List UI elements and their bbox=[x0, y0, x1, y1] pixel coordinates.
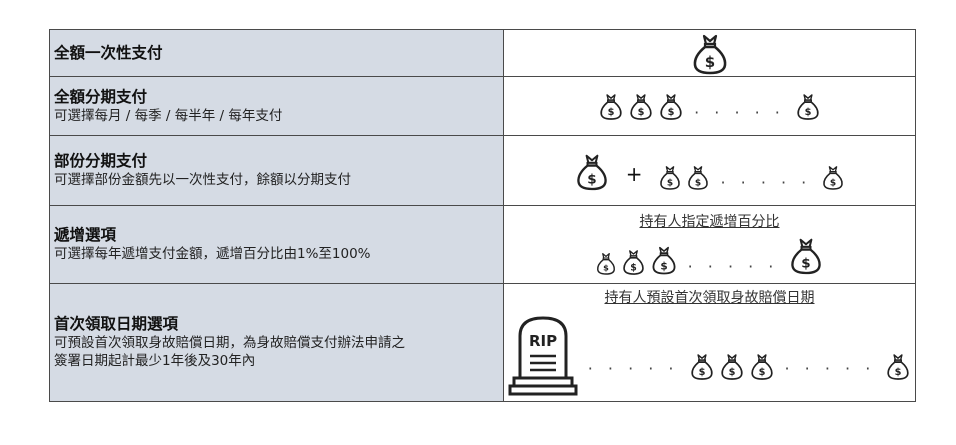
money-bag-icon: $ bbox=[660, 94, 682, 120]
illustration-caption: 持有人指定遞增百分比 bbox=[639, 213, 780, 230]
currency-symbol: $ bbox=[728, 367, 735, 378]
currency-symbol: $ bbox=[895, 367, 902, 378]
row-label-cell: 首次領取日期選項 可預設首次領取身故賠償日期，為身故賠償支付辦法申請之 簽署日期… bbox=[49, 283, 504, 402]
row-label-cell: 部份分期支付 可選擇部份金額先以一次性支付，餘額以分期支付 bbox=[49, 135, 504, 206]
option-description: 可選擇部份金額先以一次性支付，餘額以分期支付 bbox=[54, 172, 351, 188]
money-bag-icon: $ bbox=[823, 165, 844, 190]
option-title: 部份分期支付 bbox=[54, 152, 148, 170]
currency-symbol: $ bbox=[638, 107, 645, 118]
money-bag-icon: $ bbox=[660, 165, 681, 190]
row-label-cell: 遞增選項 可選擇每年遞增支付金額，遞增百分比由1%至100% bbox=[49, 205, 504, 284]
option-title: 全額分期支付 bbox=[54, 87, 148, 106]
money-bag-icon: $ bbox=[688, 165, 709, 190]
currency-symbol: $ bbox=[608, 107, 615, 118]
row-first-payment-date: 首次領取日期選項 可預設首次領取身故賠償日期，為身故賠償支付辦法申請之 簽署日期… bbox=[49, 283, 916, 402]
illustration-cell: 持有人指定遞增百分比 $ $ $ · · · · · $ bbox=[503, 205, 916, 284]
ellipsis-dots: · · · · · bbox=[694, 103, 785, 122]
currency-symbol: $ bbox=[830, 178, 836, 188]
option-description: 可預設首次領取身故賠償日期，為身故賠償支付辦法申請之 bbox=[54, 335, 405, 351]
ellipsis-dots: · · · · · bbox=[784, 358, 876, 378]
option-title: 首次領取日期選項 bbox=[54, 315, 179, 333]
option-description: 可選擇每月 / 每季 / 每半年 / 每年支付 bbox=[54, 107, 283, 124]
currency-symbol: $ bbox=[660, 260, 667, 272]
tombstone-text: RIP bbox=[529, 332, 557, 350]
currency-symbol: $ bbox=[630, 262, 637, 273]
illustration-cell: $ + $ $ · · · · · $ bbox=[503, 135, 916, 206]
currency-symbol: $ bbox=[668, 107, 675, 118]
row-increment-option: 遞增選項 可選擇每年遞增支付金額，遞增百分比由1%至100% 持有人指定遞增百分… bbox=[49, 205, 916, 284]
currency-symbol: $ bbox=[758, 367, 765, 378]
currency-symbol: $ bbox=[704, 53, 714, 71]
money-bag-icon: $ bbox=[720, 353, 743, 380]
money-bag-icon: $ bbox=[693, 34, 726, 75]
money-bag-icon: $ bbox=[652, 246, 676, 274]
money-bag-icon: $ bbox=[622, 249, 644, 275]
row-partial-installment: 部份分期支付 可選擇部份金額先以一次性支付，餘額以分期支付 $ + $ $ · … bbox=[49, 135, 916, 206]
illustration-cell: $ bbox=[503, 29, 916, 77]
row-label-cell: 全額一次性支付 bbox=[49, 29, 504, 77]
plus-sign: + bbox=[625, 161, 643, 186]
illustration-cell: $ $ $ · · · · · $ bbox=[503, 76, 916, 136]
money-bag-icon: $ bbox=[791, 238, 822, 274]
money-bag-icon: $ bbox=[596, 252, 615, 275]
currency-symbol: $ bbox=[698, 367, 705, 378]
row-label-cell: 全額分期支付 可選擇每月 / 每季 / 每半年 / 每年支付 bbox=[49, 76, 504, 136]
currency-symbol: $ bbox=[603, 262, 609, 272]
row-lump-sum: 全額一次性支付 $ bbox=[49, 29, 916, 77]
money-bag-icon: $ bbox=[576, 154, 607, 190]
option-title: 全額一次性支付 bbox=[54, 43, 163, 62]
ellipsis-dots: · · · · · bbox=[687, 256, 779, 276]
currency-symbol: $ bbox=[804, 107, 811, 118]
row-full-installment: 全額分期支付 可選擇每月 / 每季 / 每半年 / 每年支付 $ $ $ · ·… bbox=[49, 76, 916, 136]
illustration-caption: 持有人預設首次領取身故賠償日期 bbox=[604, 289, 815, 306]
payment-options-table: 全額一次性支付 $ 全額分期支付 可選擇每月 / 每季 / 每半年 / 每年支付… bbox=[49, 29, 916, 402]
money-bag-icon: $ bbox=[750, 353, 773, 380]
ellipsis-dots: · · · · · bbox=[587, 358, 679, 378]
money-bag-icon: $ bbox=[797, 94, 819, 120]
money-bag-icon: $ bbox=[690, 353, 713, 380]
currency-symbol: $ bbox=[802, 255, 811, 271]
currency-symbol: $ bbox=[667, 178, 673, 188]
ellipsis-dots: · · · · · bbox=[720, 172, 812, 192]
currency-symbol: $ bbox=[587, 171, 596, 187]
option-description: 可選擇每年遞增支付金額，遞增百分比由1%至100% bbox=[54, 246, 371, 262]
money-bag-icon: $ bbox=[887, 353, 909, 380]
tombstone-icon: RIP bbox=[508, 315, 578, 395]
currency-symbol: $ bbox=[695, 178, 701, 188]
illustration-cell: 持有人預設首次領取身故賠償日期 RIP · · · · · $ $ $ · · … bbox=[503, 283, 916, 402]
money-bag-icon: $ bbox=[630, 94, 652, 120]
option-title: 遞增選項 bbox=[54, 226, 117, 244]
money-bag-icon: $ bbox=[600, 94, 622, 120]
option-description-line2: 簽署日期起計最少1年後及30年內 bbox=[54, 353, 256, 369]
